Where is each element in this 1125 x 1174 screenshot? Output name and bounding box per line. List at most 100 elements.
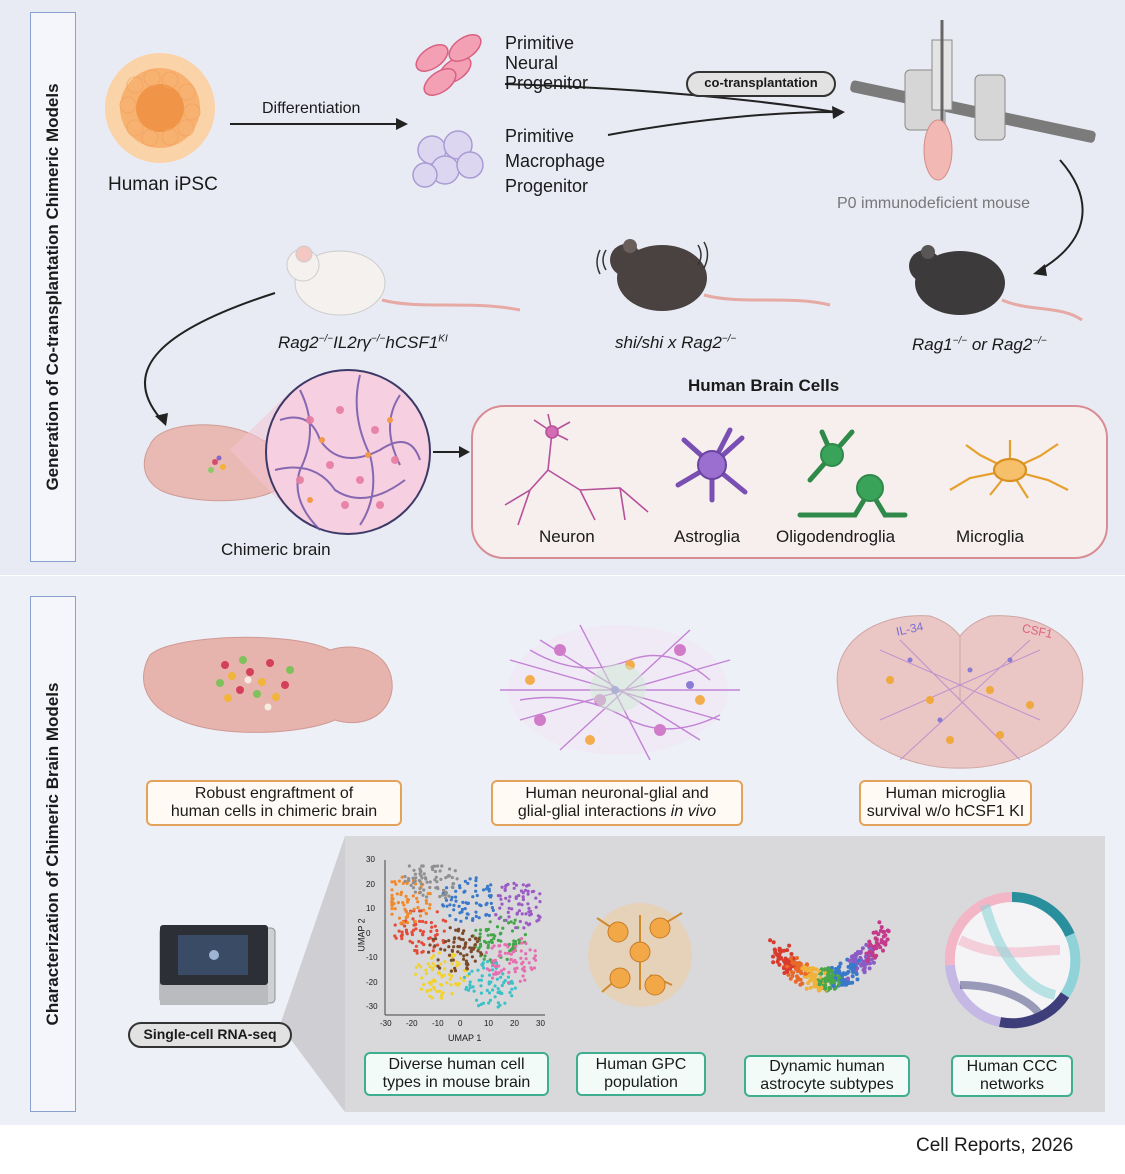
umap-point: [436, 887, 440, 891]
umap-point: [463, 889, 467, 893]
umap-point: [442, 973, 446, 977]
umap-point: [407, 879, 411, 883]
astrocyte-point: [793, 979, 798, 984]
umap-point: [514, 895, 518, 899]
astrocyte-point: [807, 978, 812, 983]
umap-point: [474, 876, 478, 880]
umap-point: [478, 928, 483, 932]
umap-point: [507, 899, 511, 903]
umap-point: [487, 991, 492, 995]
astrocyte-subtypes-plot: [768, 920, 891, 993]
cell-label-neuron: Neuron: [539, 527, 595, 546]
umap-point: [413, 872, 417, 876]
umap-point: [491, 963, 495, 967]
macrophage-progenitor-label: Primitive Macrophage Progenitor: [505, 126, 606, 196]
astrocyte-point: [852, 958, 857, 963]
umap-point: [462, 929, 466, 933]
strain-label-2: shi/shi x Rag2−/−: [615, 333, 737, 352]
umap-point: [420, 876, 424, 880]
umap-point: [408, 939, 412, 943]
astrocyte-point: [862, 969, 867, 974]
to-rag-mouse-arrow: [1039, 159, 1084, 271]
umap-point: [509, 957, 513, 962]
astrocyte-point: [829, 981, 834, 986]
astrocyte-point: [845, 981, 850, 985]
umap-point: [533, 949, 537, 953]
astrocyte-point: [823, 976, 828, 981]
umap-point: [476, 968, 480, 972]
astrocyte-point: [851, 970, 856, 975]
umap-point: [410, 932, 414, 937]
umap-point: [475, 998, 479, 1002]
characterization-side-title: Characterization of Chimeric Brain Model…: [30, 596, 76, 1112]
umap-ytick: -10: [366, 953, 378, 962]
astrocyte-point: [881, 940, 886, 945]
umap-point: [443, 948, 447, 952]
umap-point: [397, 929, 401, 933]
umap-point: [482, 888, 486, 892]
umap-point: [445, 904, 449, 908]
umap-point: [499, 931, 503, 935]
umap-point: [425, 880, 429, 884]
umap-point: [528, 913, 532, 917]
umap-point: [452, 945, 456, 949]
umap-point: [443, 960, 447, 964]
umap-point: [498, 906, 502, 910]
umap-point: [500, 991, 504, 996]
umap-point: [450, 992, 454, 996]
umap-point: [455, 960, 459, 964]
umap-point: [404, 894, 408, 899]
umap-point: [495, 977, 499, 981]
umap-point: [441, 893, 445, 897]
umap-point: [526, 889, 530, 893]
umap-point: [473, 959, 477, 963]
astrocyte-point: [819, 985, 824, 990]
umap-point: [506, 945, 510, 949]
umap-point: [406, 898, 411, 902]
umap-point: [503, 979, 507, 983]
astrocyte-point: [819, 979, 823, 984]
umap-point: [505, 957, 509, 962]
umap-point: [507, 915, 511, 919]
umap-point: [391, 897, 395, 901]
astrocyte-point: [828, 986, 833, 991]
umap-point: [457, 927, 461, 931]
umap-point: [507, 970, 511, 975]
shiverer-mouse-icon: [596, 239, 831, 311]
umap-point: [510, 994, 514, 998]
umap-point: [530, 890, 534, 894]
astrocyte-point: [833, 970, 838, 975]
astrocyte-point: [807, 973, 812, 978]
umap-point: [491, 976, 495, 980]
umap-point: [491, 988, 495, 992]
umap-point: [408, 911, 412, 915]
umap-point: [439, 962, 443, 966]
umap-point: [489, 894, 493, 898]
citation: Cell Reports, 2026: [916, 1135, 1074, 1156]
astrocyte-point: [855, 977, 860, 982]
umap-point: [421, 949, 425, 954]
astrocyte-point: [837, 975, 842, 980]
ipsc-label: Human iPSC: [108, 174, 218, 195]
umap-point: [457, 936, 461, 940]
umap-point: [465, 953, 469, 957]
astrocyte-point: [771, 940, 776, 945]
astrocyte-point: [830, 969, 835, 974]
umap-point: [448, 977, 452, 981]
astrocyte-point: [878, 928, 883, 933]
umap-point: [488, 920, 492, 924]
umap-point: [456, 945, 460, 949]
umap-point: [479, 944, 483, 948]
umap-point: [433, 944, 437, 948]
umap-point: [427, 936, 431, 941]
umap-point: [407, 864, 411, 868]
umap-point: [525, 884, 529, 888]
umap-point: [393, 907, 397, 911]
umap-point: [494, 913, 498, 917]
astrocyte-point: [791, 961, 796, 966]
umap-point: [417, 963, 421, 967]
umap-point: [515, 912, 519, 916]
umap-xtick: 20: [510, 1019, 519, 1028]
umap-point: [464, 901, 468, 905]
